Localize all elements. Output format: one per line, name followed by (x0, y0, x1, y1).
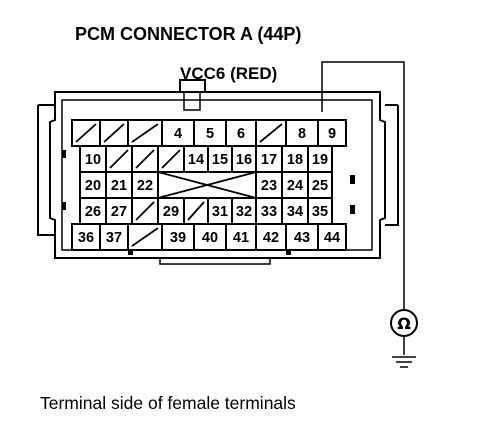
terminal-empty (127, 223, 163, 251)
terminal-40: 40 (193, 223, 227, 251)
terminal-empty (255, 119, 287, 147)
ohmmeter: Ω (390, 309, 418, 337)
connector-keys (62, 150, 355, 255)
blank-cross (157, 171, 257, 199)
terminal-empty (99, 119, 129, 147)
terminal-44: 44 (317, 223, 347, 251)
terminal-8: 8 (285, 119, 319, 147)
terminal-14: 14 (183, 145, 209, 173)
terminal-37: 37 (99, 223, 129, 251)
terminal-34: 34 (281, 197, 309, 225)
terminal-number: 29 (163, 204, 179, 220)
terminal-32: 32 (231, 197, 257, 225)
terminal-18: 18 (281, 145, 309, 173)
terminal-number: 37 (106, 230, 122, 246)
terminal-number: 39 (170, 230, 186, 246)
terminal-4: 4 (161, 119, 195, 147)
terminal-number: 15 (212, 152, 228, 168)
terminal-25: 25 (307, 171, 333, 199)
terminal-empty (157, 145, 185, 173)
terminal-17: 17 (255, 145, 283, 173)
terminal-22: 22 (131, 171, 159, 199)
terminal-number: 32 (236, 204, 252, 220)
terminal-19: 19 (307, 145, 333, 173)
terminal-number: 41 (233, 230, 249, 246)
caption: Terminal side of female terminals (40, 393, 296, 413)
terminal-35: 35 (307, 197, 333, 225)
terminal-number: 17 (261, 152, 277, 168)
probe-wire (321, 61, 405, 355)
terminal-empty (131, 145, 159, 173)
terminal-number: 34 (287, 204, 303, 220)
terminal-number: 35 (312, 204, 328, 220)
terminal-number: 18 (287, 152, 303, 168)
terminal-number: 24 (287, 178, 303, 194)
ground-icon (392, 356, 416, 368)
terminal-empty (127, 119, 163, 147)
terminal-23: 23 (255, 171, 283, 199)
terminal-16: 16 (231, 145, 257, 173)
terminal-number: 14 (188, 152, 204, 168)
terminal-27: 27 (105, 197, 133, 225)
terminal-number: 26 (85, 204, 101, 220)
terminal-29: 29 (157, 197, 185, 225)
terminal-number: 10 (85, 152, 101, 168)
terminal-number: 21 (111, 178, 127, 194)
wire-label: VCC6 (RED) (180, 64, 277, 83)
terminal-6: 6 (225, 119, 257, 147)
terminal-15: 15 (207, 145, 233, 173)
terminal-empty (105, 145, 133, 173)
terminal-33: 33 (255, 197, 283, 225)
terminal-20: 20 (79, 171, 107, 199)
terminal-24: 24 (281, 171, 309, 199)
terminal-21: 21 (105, 171, 133, 199)
terminal-31: 31 (207, 197, 233, 225)
terminal-number: 25 (312, 178, 328, 194)
terminal-number: 20 (85, 178, 101, 194)
terminal-empty (131, 197, 159, 225)
terminal-42: 42 (255, 223, 287, 251)
terminal-grid: 4 5 6 8 9 10 14 15 16 17 18 19 20 21 22 23 24 25 26 27 29 31 3… (71, 119, 347, 251)
terminal-number: 42 (263, 230, 279, 246)
terminal-empty (71, 119, 101, 147)
terminal-number: 22 (137, 178, 153, 194)
terminal-number: 43 (294, 230, 310, 246)
terminal-number: 33 (261, 204, 277, 220)
terminal-number: 6 (237, 126, 245, 142)
connector-housing (37, 79, 399, 265)
terminal-number: 31 (212, 204, 228, 220)
terminal-number: 9 (328, 126, 336, 142)
terminal-number: 19 (312, 152, 328, 168)
ohm-symbol: Ω (397, 314, 411, 333)
terminal-43: 43 (285, 223, 319, 251)
terminal-number: 8 (298, 126, 306, 142)
terminal-number: 5 (206, 126, 214, 142)
terminal-number: 23 (261, 178, 277, 194)
terminal-41: 41 (225, 223, 257, 251)
terminal-number: 16 (236, 152, 252, 168)
terminal-number: 44 (324, 230, 340, 246)
terminal-number: 27 (111, 204, 127, 220)
terminal-number: 4 (174, 126, 182, 142)
terminal-10: 10 (79, 145, 107, 173)
terminal-5: 5 (193, 119, 227, 147)
terminal-number: 36 (78, 230, 94, 246)
page-title: PCM CONNECTOR A (44P) (75, 24, 301, 44)
ohmmeter-icon (390, 309, 418, 337)
terminal-39: 39 (161, 223, 195, 251)
terminal-number: 40 (202, 230, 218, 246)
terminal-36: 36 (71, 223, 101, 251)
terminal-26: 26 (79, 197, 107, 225)
terminal-9: 9 (317, 119, 347, 147)
terminal-empty (183, 197, 209, 225)
